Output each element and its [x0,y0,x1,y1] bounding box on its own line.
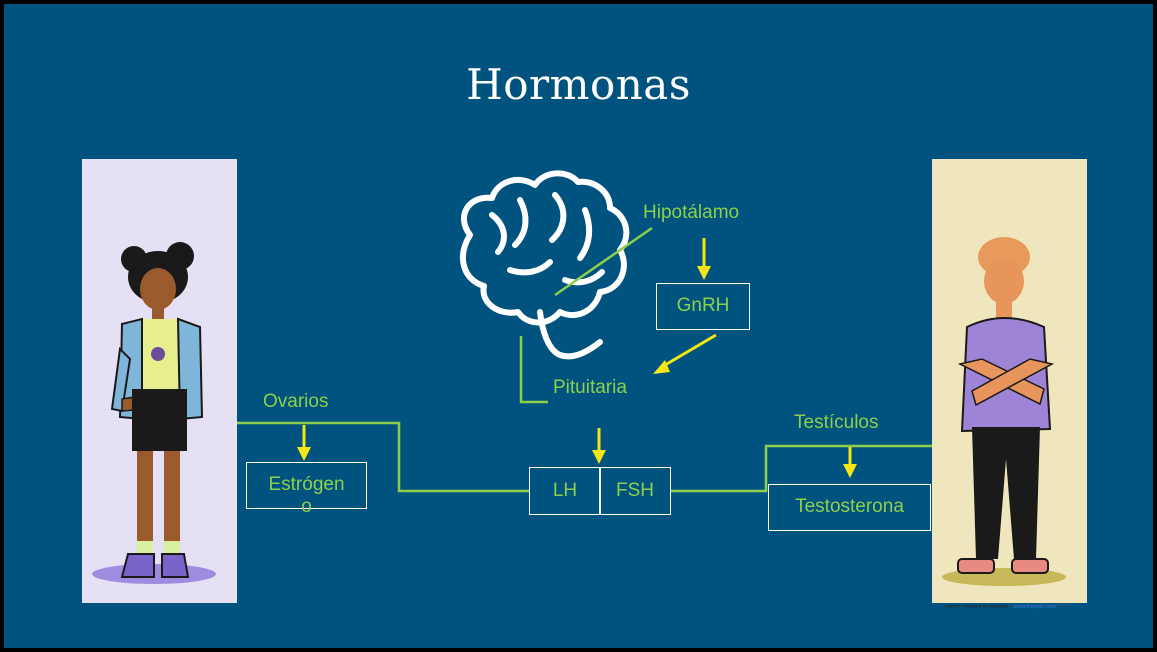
ovarios-label: Ovarios [263,391,329,412]
hipotalamo-label: Hipotálamo [643,202,740,223]
image-credit: vector created by freepik - www.freepik.… [945,604,1056,610]
yellow-arrows [297,238,857,478]
testiculos-label: Testículos [794,412,879,433]
brain-icon [459,170,630,360]
testosterona-box: Testosterona [768,484,931,531]
slide-title: Hormonas [466,60,691,109]
estrogeno-label-line2: o [301,496,312,517]
estrogeno-label-line1: Estrógen [268,474,345,495]
gnrh-label: GnRH [676,295,730,316]
credit-link[interactable]: www.freepik.com [1013,604,1057,610]
testosterona-label: Testosterona [795,496,904,517]
credit-text: vector created by freepik - [945,604,1012,610]
ovarios-line [237,421,529,493]
left-person-panel [82,159,237,603]
boy-illustration [942,237,1066,586]
gnrh-box: GnRH [656,283,750,330]
lh-label: LH [552,480,578,501]
girl-illustration [92,242,216,584]
pituitaria-label: Pituitaria [553,377,627,398]
testiculos-line [670,444,932,493]
pituitaria-bracket-line [519,336,548,404]
fsh-label: FSH [616,480,654,501]
right-person-panel [932,159,1087,603]
hipotalamo-pointer-line [554,226,653,297]
fsh-box: FSH [599,467,671,515]
lh-box: LH [529,467,601,515]
estrogeno-box: Estrógen o [246,462,367,517]
